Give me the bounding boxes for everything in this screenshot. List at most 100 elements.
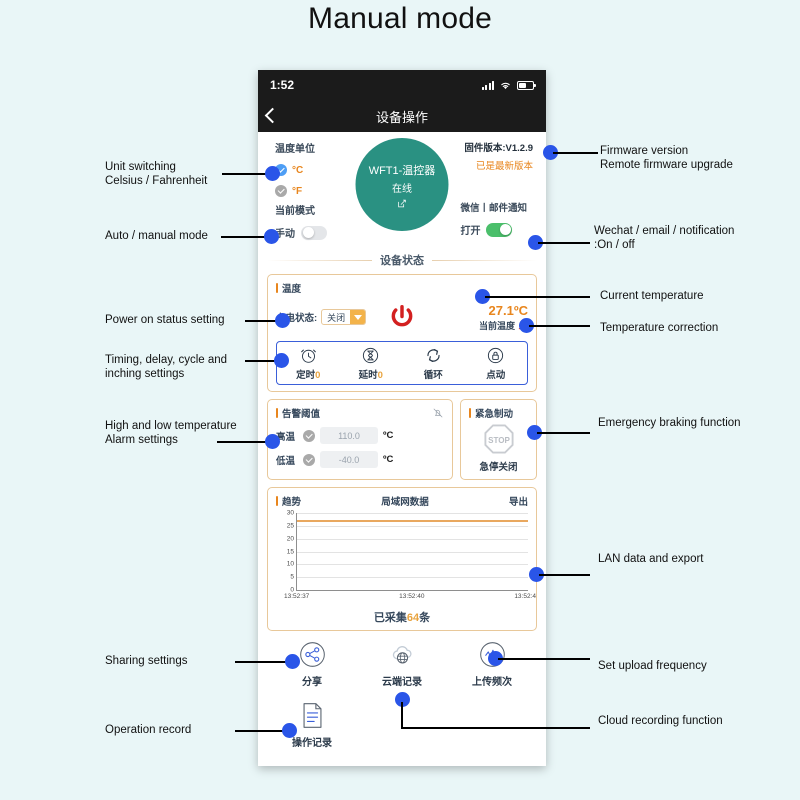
alarm-row-high[interactable]: 高温 110.0 ºC: [276, 427, 444, 444]
callout-dot: [475, 289, 490, 304]
power-button-icon[interactable]: [389, 304, 415, 330]
document-lines-icon: [303, 703, 321, 728]
mode-toggle[interactable]: [301, 225, 327, 240]
leader-line: [485, 296, 590, 299]
leader-line: [245, 320, 281, 323]
timing-item-cycle[interactable]: 循环: [402, 346, 465, 381]
temperature-card-title: 温度: [276, 281, 528, 295]
wifi-icon: [501, 82, 510, 90]
edit-square-icon[interactable]: [398, 199, 407, 208]
signal-bars-icon: [481, 80, 494, 90]
annotation-auto-manual-mode: Auto / manual mode: [105, 230, 208, 242]
callout-dot: [519, 318, 534, 333]
alarm-high-label: 高温: [276, 431, 296, 443]
app-screen: 温度单位 °C °F 当前模式 手动 WFT1-温控器 在: [258, 132, 546, 766]
leader-line: [222, 173, 270, 176]
leader-line: [221, 236, 270, 239]
leader-line: [217, 441, 272, 444]
leader-line: [401, 727, 590, 730]
action-upload-label: 上传频次: [472, 677, 512, 688]
timing-label: 循环: [423, 370, 443, 381]
leader-line: [553, 152, 598, 155]
callout-dot: [395, 692, 410, 707]
temperature-card: 温度 上电状态: 关闭 27.1ºC 当前温度: [267, 274, 537, 392]
unit-option-celsius[interactable]: °C: [275, 164, 315, 176]
callout-dot: [529, 567, 544, 582]
device-status-label: 设备状态: [380, 255, 424, 267]
power-state-label: 上电状态:: [276, 313, 318, 324]
hourglass-icon: [363, 347, 379, 364]
chart-export-button[interactable]: 导出: [508, 497, 528, 508]
device-status-divider: 设备状态: [267, 252, 537, 268]
bottom-actions-row-1: 分享 云端记录 上传频次: [267, 641, 537, 688]
top-settings-area: 温度单位 °C °F 当前模式 手动 WFT1-温控器 在: [267, 132, 537, 250]
annotation-temperature-correction: Temperature correction: [600, 322, 719, 334]
device-name: WFT1-温控器: [368, 164, 436, 177]
back-chevron-icon[interactable]: [267, 110, 279, 122]
alarm-row-low[interactable]: 低温 -40.0 ºC: [276, 451, 444, 468]
cycle-arrows-icon: [427, 348, 440, 363]
alarm-low-input[interactable]: -40.0: [320, 451, 378, 468]
alarm-brake-row: 告警阈值 高温 110.0 ºC 低温 -40.0: [267, 399, 537, 480]
chart-card-title: 趋势: [276, 494, 301, 508]
alarm-low-unit: ºC: [383, 454, 394, 465]
status-bar-time: 1:52: [270, 78, 295, 92]
collected-prefix: 已采集: [373, 612, 407, 624]
battery-icon: [517, 80, 536, 90]
power-state-select[interactable]: 关闭: [321, 309, 367, 325]
unit-fahrenheit-label: °F: [292, 185, 303, 197]
chart-xtick: 13:52:37: [284, 593, 310, 600]
alarm-card-title: 告警阈值: [276, 406, 320, 420]
alarm-low-label: 低温: [276, 455, 296, 467]
chart-gridline: [297, 538, 528, 540]
annotation-sharing-settings: Sharing settings: [105, 655, 188, 667]
brake-button[interactable]: STOP 急停关闭: [469, 420, 528, 473]
annotation-lan-data-export: LAN data and export: [598, 553, 704, 565]
action-cloud-record[interactable]: 云端记录: [357, 641, 447, 688]
callout-dot: [265, 166, 280, 181]
chevron-down-icon[interactable]: [350, 310, 366, 324]
annotation-operation-record: Operation record: [105, 724, 192, 736]
device-status-circle[interactable]: WFT1-温控器 在线: [355, 138, 449, 231]
unit-option-fahrenheit[interactable]: °F: [275, 185, 315, 197]
action-share[interactable]: 分享: [267, 641, 357, 688]
timing-item-inching[interactable]: 点动: [465, 346, 528, 381]
brake-card-title: 紧急制动: [469, 406, 528, 420]
leader-line: [245, 360, 281, 363]
check-circle-icon[interactable]: [303, 429, 315, 442]
timing-item-delay[interactable]: 延时0: [340, 346, 403, 381]
action-operation-record[interactable]: 操作记录: [267, 702, 357, 749]
unit-switch-block: 温度单位 °C °F: [275, 140, 315, 197]
callout-dot: [528, 235, 543, 250]
notification-block: 微信丨邮件通知 打开: [460, 200, 527, 237]
callout-dot: [264, 229, 279, 244]
chart-ytick: 15: [286, 548, 294, 555]
alarm-clock-icon: [300, 349, 316, 363]
leader-line: [235, 730, 291, 733]
callout-dot: [265, 434, 280, 449]
device-online-status: 在线: [392, 183, 412, 195]
notification-toggle[interactable]: [486, 222, 513, 237]
timing-item-timer[interactable]: 定时0: [277, 346, 340, 381]
leader-line: [401, 702, 404, 729]
check-circle-icon[interactable]: [303, 453, 315, 466]
alarm-high-unit: ºC: [383, 430, 394, 441]
chart-gridline: [297, 513, 528, 514]
annotation-timing-settings: Timing, delay, cycle and inching setting…: [105, 354, 228, 381]
share-nodes-icon: [299, 642, 325, 667]
firmware-block[interactable]: 固件版本:V1.2.9 已是最新版本: [464, 140, 533, 172]
leader-line: [498, 658, 590, 661]
status-bar: 1:52: [258, 70, 546, 100]
bell-off-icon[interactable]: [432, 407, 444, 419]
spacer-cell: [447, 702, 537, 749]
timing-label: 定时: [296, 370, 316, 381]
power-on-status-setting[interactable]: 上电状态: 关闭: [276, 309, 367, 325]
action-share-label: 分享: [302, 677, 322, 688]
firmware-update-status: 已是最新版本: [475, 161, 533, 172]
chart-ytick: 30: [286, 509, 294, 517]
alarm-high-input[interactable]: 110.0: [320, 427, 378, 444]
timing-settings-bar: 定时0 延时0 循: [276, 341, 528, 385]
nav-bar: 设备操作: [258, 100, 546, 132]
